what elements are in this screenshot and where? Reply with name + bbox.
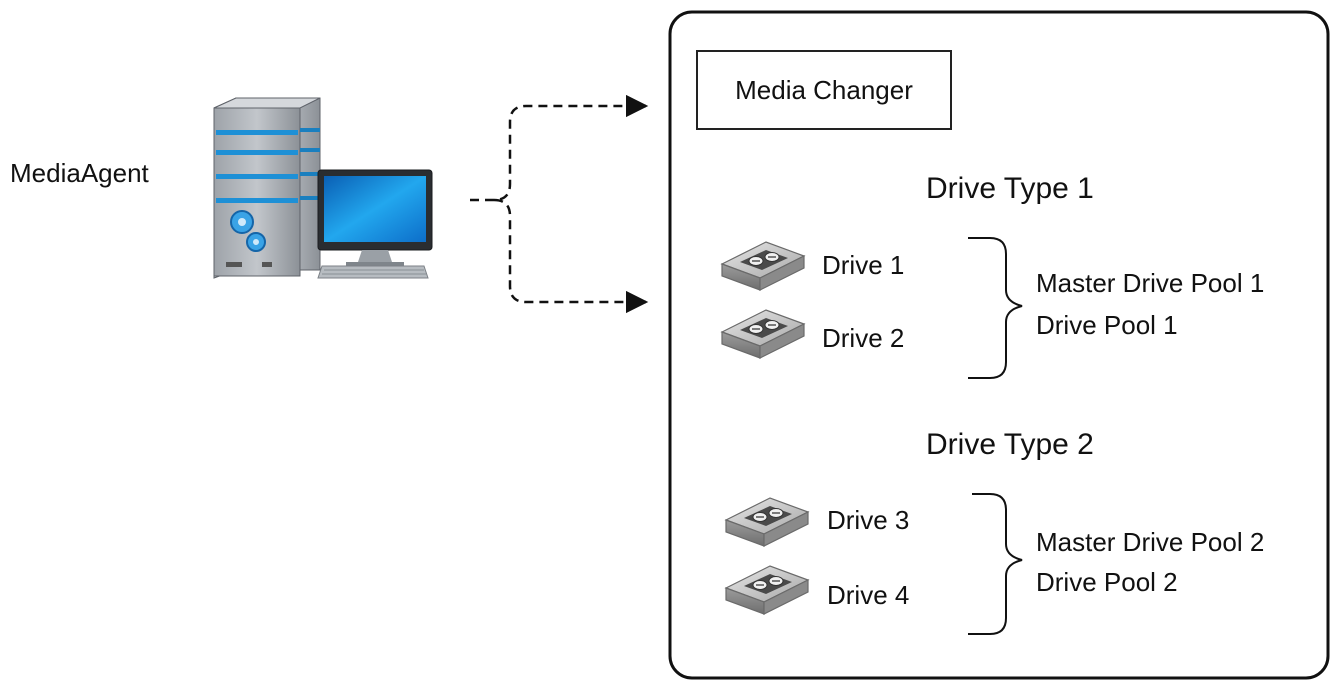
tape-drive-icon	[721, 309, 805, 359]
tape-drive-icon	[721, 241, 805, 291]
media-agent-label: MediaAgent	[10, 158, 149, 188]
master-drive-pool-1-label: Master Drive Pool 1	[1036, 268, 1265, 298]
library-enclosure	[668, 10, 1330, 680]
server-computer-icon	[213, 97, 433, 279]
media-changer-box: Media Changer	[696, 50, 952, 130]
drive-type-2-label: Drive Type 2	[926, 428, 1094, 461]
brace-drive-type-1	[968, 237, 1023, 379]
connector-lines	[470, 94, 649, 314]
arrow-to-media-changer	[470, 94, 649, 202]
media-changer-label: Media Changer	[735, 74, 913, 105]
drive-type-1-label: Drive Type 1	[926, 172, 1094, 205]
brace-drive-type-2	[968, 493, 1023, 635]
tape-drive-icon	[725, 565, 809, 615]
drive-pool-2-label: Drive Pool 2	[1036, 567, 1178, 597]
tape-drive-icon	[725, 497, 809, 547]
drive-3-label: Drive 3	[827, 505, 910, 535]
drive-pool-1-label: Drive Pool 1	[1036, 310, 1178, 340]
keyboard	[317, 265, 429, 279]
monitor-screen	[324, 176, 426, 242]
drive-4-label: Drive 4	[827, 580, 910, 610]
drive-2-label: Drive 2	[822, 323, 905, 353]
gear-icon	[230, 210, 266, 252]
drive-1-label: Drive 1	[822, 250, 905, 280]
arrow-to-drives	[493, 198, 649, 314]
master-drive-pool-2-label: Master Drive Pool 2	[1036, 527, 1265, 557]
